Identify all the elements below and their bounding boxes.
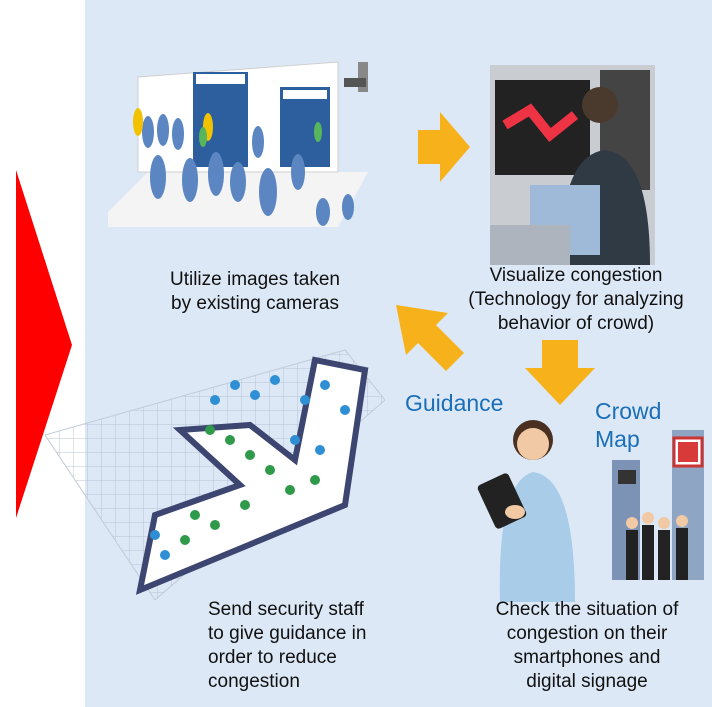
operator-monitor-illustration	[490, 65, 655, 265]
caption-security-line2: to give guidance in	[208, 623, 367, 644]
caption-visualize: Visualize congestion (Technology for ana…	[440, 264, 712, 336]
caption-visualize-line2: (Technology for analyzing	[468, 289, 684, 310]
caption-cameras-line1: Utilize images taken	[169, 269, 341, 290]
caption-security-line1: Send security staff	[208, 599, 364, 620]
camera-scene-illustration	[108, 61, 368, 227]
caption-security-line3: order to reduce	[208, 647, 337, 668]
caption-security-line4: congestion	[208, 671, 300, 692]
flow-arrow-down-icon	[525, 340, 595, 405]
caption-security: Send security staff to give guidance in …	[208, 598, 408, 694]
caption-check-line2: congestion on their	[506, 623, 668, 644]
label-map: Map	[595, 426, 640, 452]
smartphone-user-illustration	[477, 420, 575, 602]
caption-check-line1: Check the situation of	[495, 599, 679, 620]
caption-cameras: Utilize images taken by existing cameras	[140, 268, 370, 316]
caption-check-line4: digital signage	[526, 671, 648, 692]
caption-visualize-line1: Visualize congestion	[489, 265, 663, 286]
caption-check: Check the situation of congestion on the…	[462, 598, 712, 694]
caption-check-line3: smartphones and	[513, 647, 661, 668]
flow-arrow-right-icon	[418, 112, 470, 182]
caption-cameras-line2: by existing cameras	[171, 293, 339, 314]
flow-arrow-left-icon	[396, 305, 464, 371]
caption-visualize-line3: behavior of crowd)	[497, 313, 655, 334]
big-red-arrow-icon	[16, 170, 72, 518]
label-guidance: Guidance	[405, 390, 504, 416]
crowd-map-3d-illustration	[45, 349, 385, 600]
digital-signage-illustration	[612, 430, 704, 580]
label-crowd: Crowd	[595, 398, 662, 424]
